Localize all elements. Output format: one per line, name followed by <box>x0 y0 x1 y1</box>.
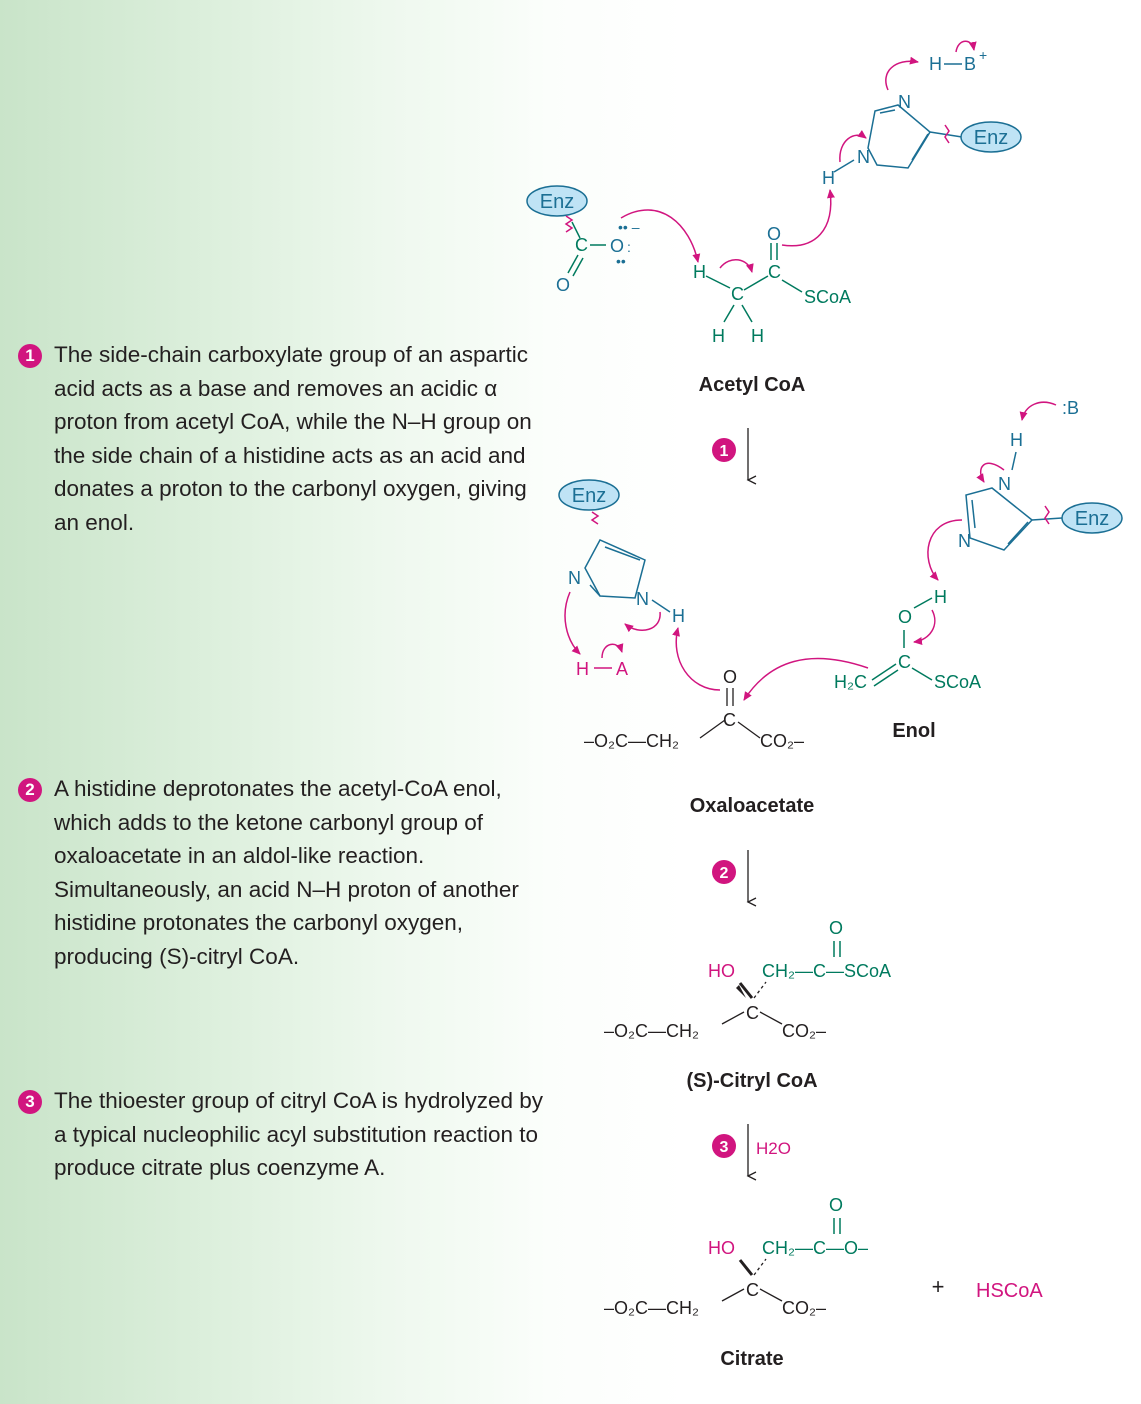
step-2-text: A histidine deprotonates the acetyl-CoA … <box>54 776 519 969</box>
reaction-arrow-3: 3 H2O <box>712 1124 791 1181</box>
step-1: 1 The side-chain carboxylate group of an… <box>18 338 558 539</box>
plus-sign: + <box>932 1274 945 1299</box>
svg-text:O: O <box>829 1195 843 1215</box>
svg-text:C: C <box>746 1003 759 1023</box>
step-2: 2 A histidine deprotonates the acetyl-Co… <box>18 772 558 973</box>
enzyme-label: Enz <box>540 191 574 213</box>
citryl-coa-label: (S)-Citryl CoA <box>686 1070 817 1092</box>
reaction-arrow-1: 1 <box>712 428 757 485</box>
arrow-3-number: 3 <box>720 1139 729 1156</box>
reaction-arrow-2: 2 <box>712 850 757 907</box>
svg-text:HO: HO <box>708 1238 735 1258</box>
svg-text:–O₂C—CH₂: –O₂C—CH₂ <box>604 1298 699 1318</box>
svg-text:H: H <box>576 659 589 679</box>
svg-text:CH₂—C—O–: CH₂—C—O– <box>762 1238 868 1258</box>
svg-text:Enz: Enz <box>974 127 1008 149</box>
svg-text:–O₂C—CH₂: –O₂C—CH₂ <box>604 1021 699 1041</box>
svg-text:C: C <box>768 262 781 282</box>
svg-text:H: H <box>693 262 706 282</box>
svg-text:N: N <box>636 589 649 609</box>
svg-text:–O₂C—CH₂: –O₂C—CH₂ <box>584 731 679 751</box>
svg-text:H: H <box>929 54 942 74</box>
svg-text:CH₂—C—SCoA: CH₂—C—SCoA <box>762 961 891 981</box>
svg-text:O: O <box>767 224 781 244</box>
svg-text:H: H <box>672 606 685 626</box>
svg-text:N: N <box>898 92 911 112</box>
svg-text:CO₂–: CO₂– <box>782 1021 826 1041</box>
svg-text:C: C <box>898 652 911 672</box>
oxaloacetate-enol-stage: Enz N N H H A –O₂C—CH₂ C O CO₂– H₂C C O … <box>558 398 1123 751</box>
step-1-text: The side-chain carboxylate group of an a… <box>54 342 532 535</box>
svg-text:CO₂–: CO₂– <box>760 731 804 751</box>
acetyl-coa-stage: Enz C O •• – : •• O H C C O SCoA H H H N… <box>526 40 1022 346</box>
arrow-1-number: 1 <box>720 443 729 460</box>
svg-text:H₂C: H₂C <box>834 672 867 692</box>
oxaloacetate-label: Oxaloacetate <box>690 795 815 817</box>
svg-text:O: O <box>898 607 912 627</box>
svg-text:O: O <box>723 667 737 687</box>
svg-text:O: O <box>610 236 624 256</box>
hscoa-product: HSCoA <box>976 1280 1043 1302</box>
svg-text:H: H <box>751 326 764 346</box>
svg-text:C: C <box>746 1280 759 1300</box>
svg-text:H: H <box>1010 430 1023 450</box>
svg-text:A: A <box>616 659 628 679</box>
svg-text:N: N <box>998 474 1011 494</box>
svg-text:H: H <box>934 587 947 607</box>
svg-text:B: B <box>964 54 976 74</box>
svg-text:C: C <box>575 235 588 255</box>
svg-text:SCoA: SCoA <box>804 287 851 307</box>
svg-text:N: N <box>857 147 870 167</box>
step-3-text: The thioester group of citryl CoA is hyd… <box>54 1088 543 1180</box>
citrate-structure: O HO CH₂—C—O– C –O₂C—CH₂ CO₂– <box>604 1195 868 1318</box>
svg-text:••: •• <box>616 253 626 269</box>
svg-text:SCoA: SCoA <box>934 672 981 692</box>
svg-text:H: H <box>822 168 835 188</box>
svg-text:O: O <box>829 918 843 938</box>
enzyme-ellipse <box>526 185 588 217</box>
svg-text:Enz: Enz <box>1075 508 1109 530</box>
water-reagent: H2O <box>756 1139 791 1158</box>
svg-text:+: + <box>979 47 987 63</box>
svg-text:C: C <box>723 710 736 730</box>
step-3-number: 3 <box>18 1090 42 1114</box>
svg-text::B: :B <box>1062 398 1079 418</box>
svg-text:CO₂–: CO₂– <box>782 1298 826 1318</box>
citryl-coa-structure: O HO CH₂—C—SCoA C –O₂C—CH₂ CO₂– <box>604 918 891 1041</box>
arrow-2-number: 2 <box>720 865 729 882</box>
step-3: 3 The thioester group of citryl CoA is h… <box>18 1084 558 1185</box>
svg-text::: : <box>627 239 631 255</box>
svg-text:H: H <box>712 326 725 346</box>
step-1-number: 1 <box>18 344 42 368</box>
svg-text:O: O <box>556 275 570 295</box>
citrate-label: Citrate <box>720 1348 783 1370</box>
svg-text:N: N <box>568 568 581 588</box>
acetyl-coa-label: Acetyl CoA <box>699 374 806 396</box>
enol-label: Enol <box>892 720 935 742</box>
step-2-number: 2 <box>18 778 42 802</box>
svg-text:Enz: Enz <box>572 485 606 507</box>
svg-text:C: C <box>731 284 744 304</box>
svg-text:•• –: •• – <box>618 219 640 235</box>
svg-text:HO: HO <box>708 961 735 981</box>
svg-text:N: N <box>958 531 971 551</box>
